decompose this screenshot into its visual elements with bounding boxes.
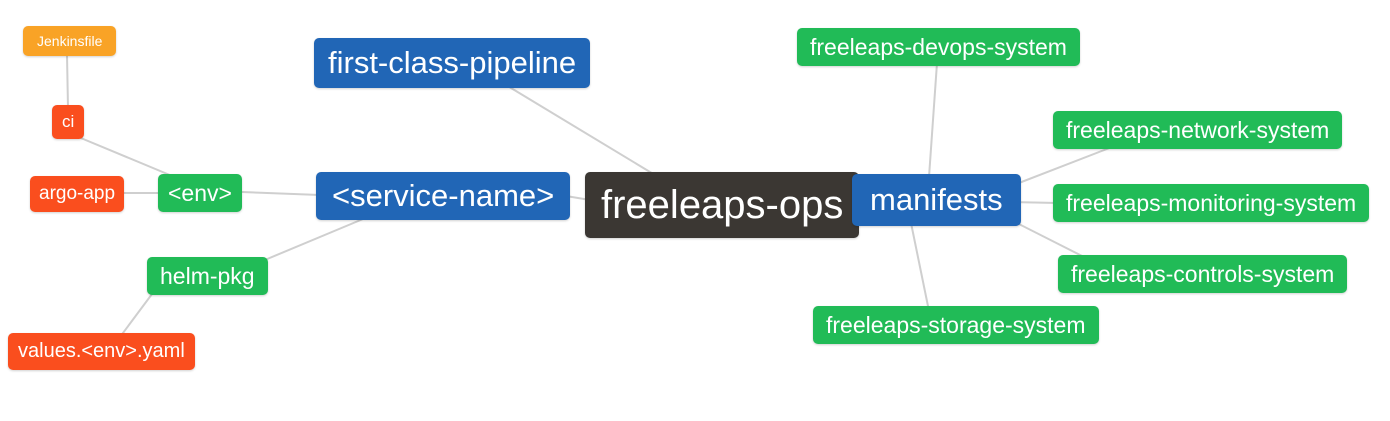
node-freeleaps-ops[interactable]: freeleaps-ops (585, 172, 860, 238)
edge-helm-pkg-values-env-yaml (119, 293, 153, 338)
node-jenkinsfile[interactable]: Jenkinsfile (23, 26, 117, 57)
node-helm-pkg[interactable]: helm-pkg (147, 257, 268, 296)
node-freeleaps-network-system[interactable]: freeleaps-network-system (1053, 111, 1343, 150)
node-freeleaps-monitoring-system[interactable]: freeleaps-monitoring-system (1053, 184, 1370, 223)
node-service-name[interactable]: <service-name> (316, 172, 571, 220)
node-values-env-yaml[interactable]: values.<env>.yaml (8, 333, 195, 370)
edge-ci-env (75, 135, 178, 179)
edge-env-service-name (241, 191, 321, 196)
node-first-class-pipeline[interactable]: first-class-pipeline (314, 38, 591, 88)
edge-jenkinsfile-ci (66, 54, 69, 109)
node-ci[interactable]: ci (52, 105, 85, 139)
node-freeleaps-devops-system[interactable]: freeleaps-devops-system (797, 28, 1080, 67)
node-env[interactable]: <env> (158, 174, 242, 213)
node-freeleaps-storage-system[interactable]: freeleaps-storage-system (813, 306, 1099, 345)
node-manifests[interactable]: manifests (852, 174, 1021, 226)
edge-manifests-devops-system (928, 62, 938, 178)
edge-manifests-network-system (1005, 146, 1113, 189)
edge-manifests-storage-system (910, 222, 930, 312)
node-argo-app[interactable]: argo-app (30, 176, 125, 212)
edge-first-class-pipeline-freeleaps-ops (505, 84, 661, 179)
node-freeleaps-controls-system[interactable]: freeleaps-controls-system (1058, 255, 1348, 294)
edge-service-name-helm-pkg (259, 218, 364, 263)
